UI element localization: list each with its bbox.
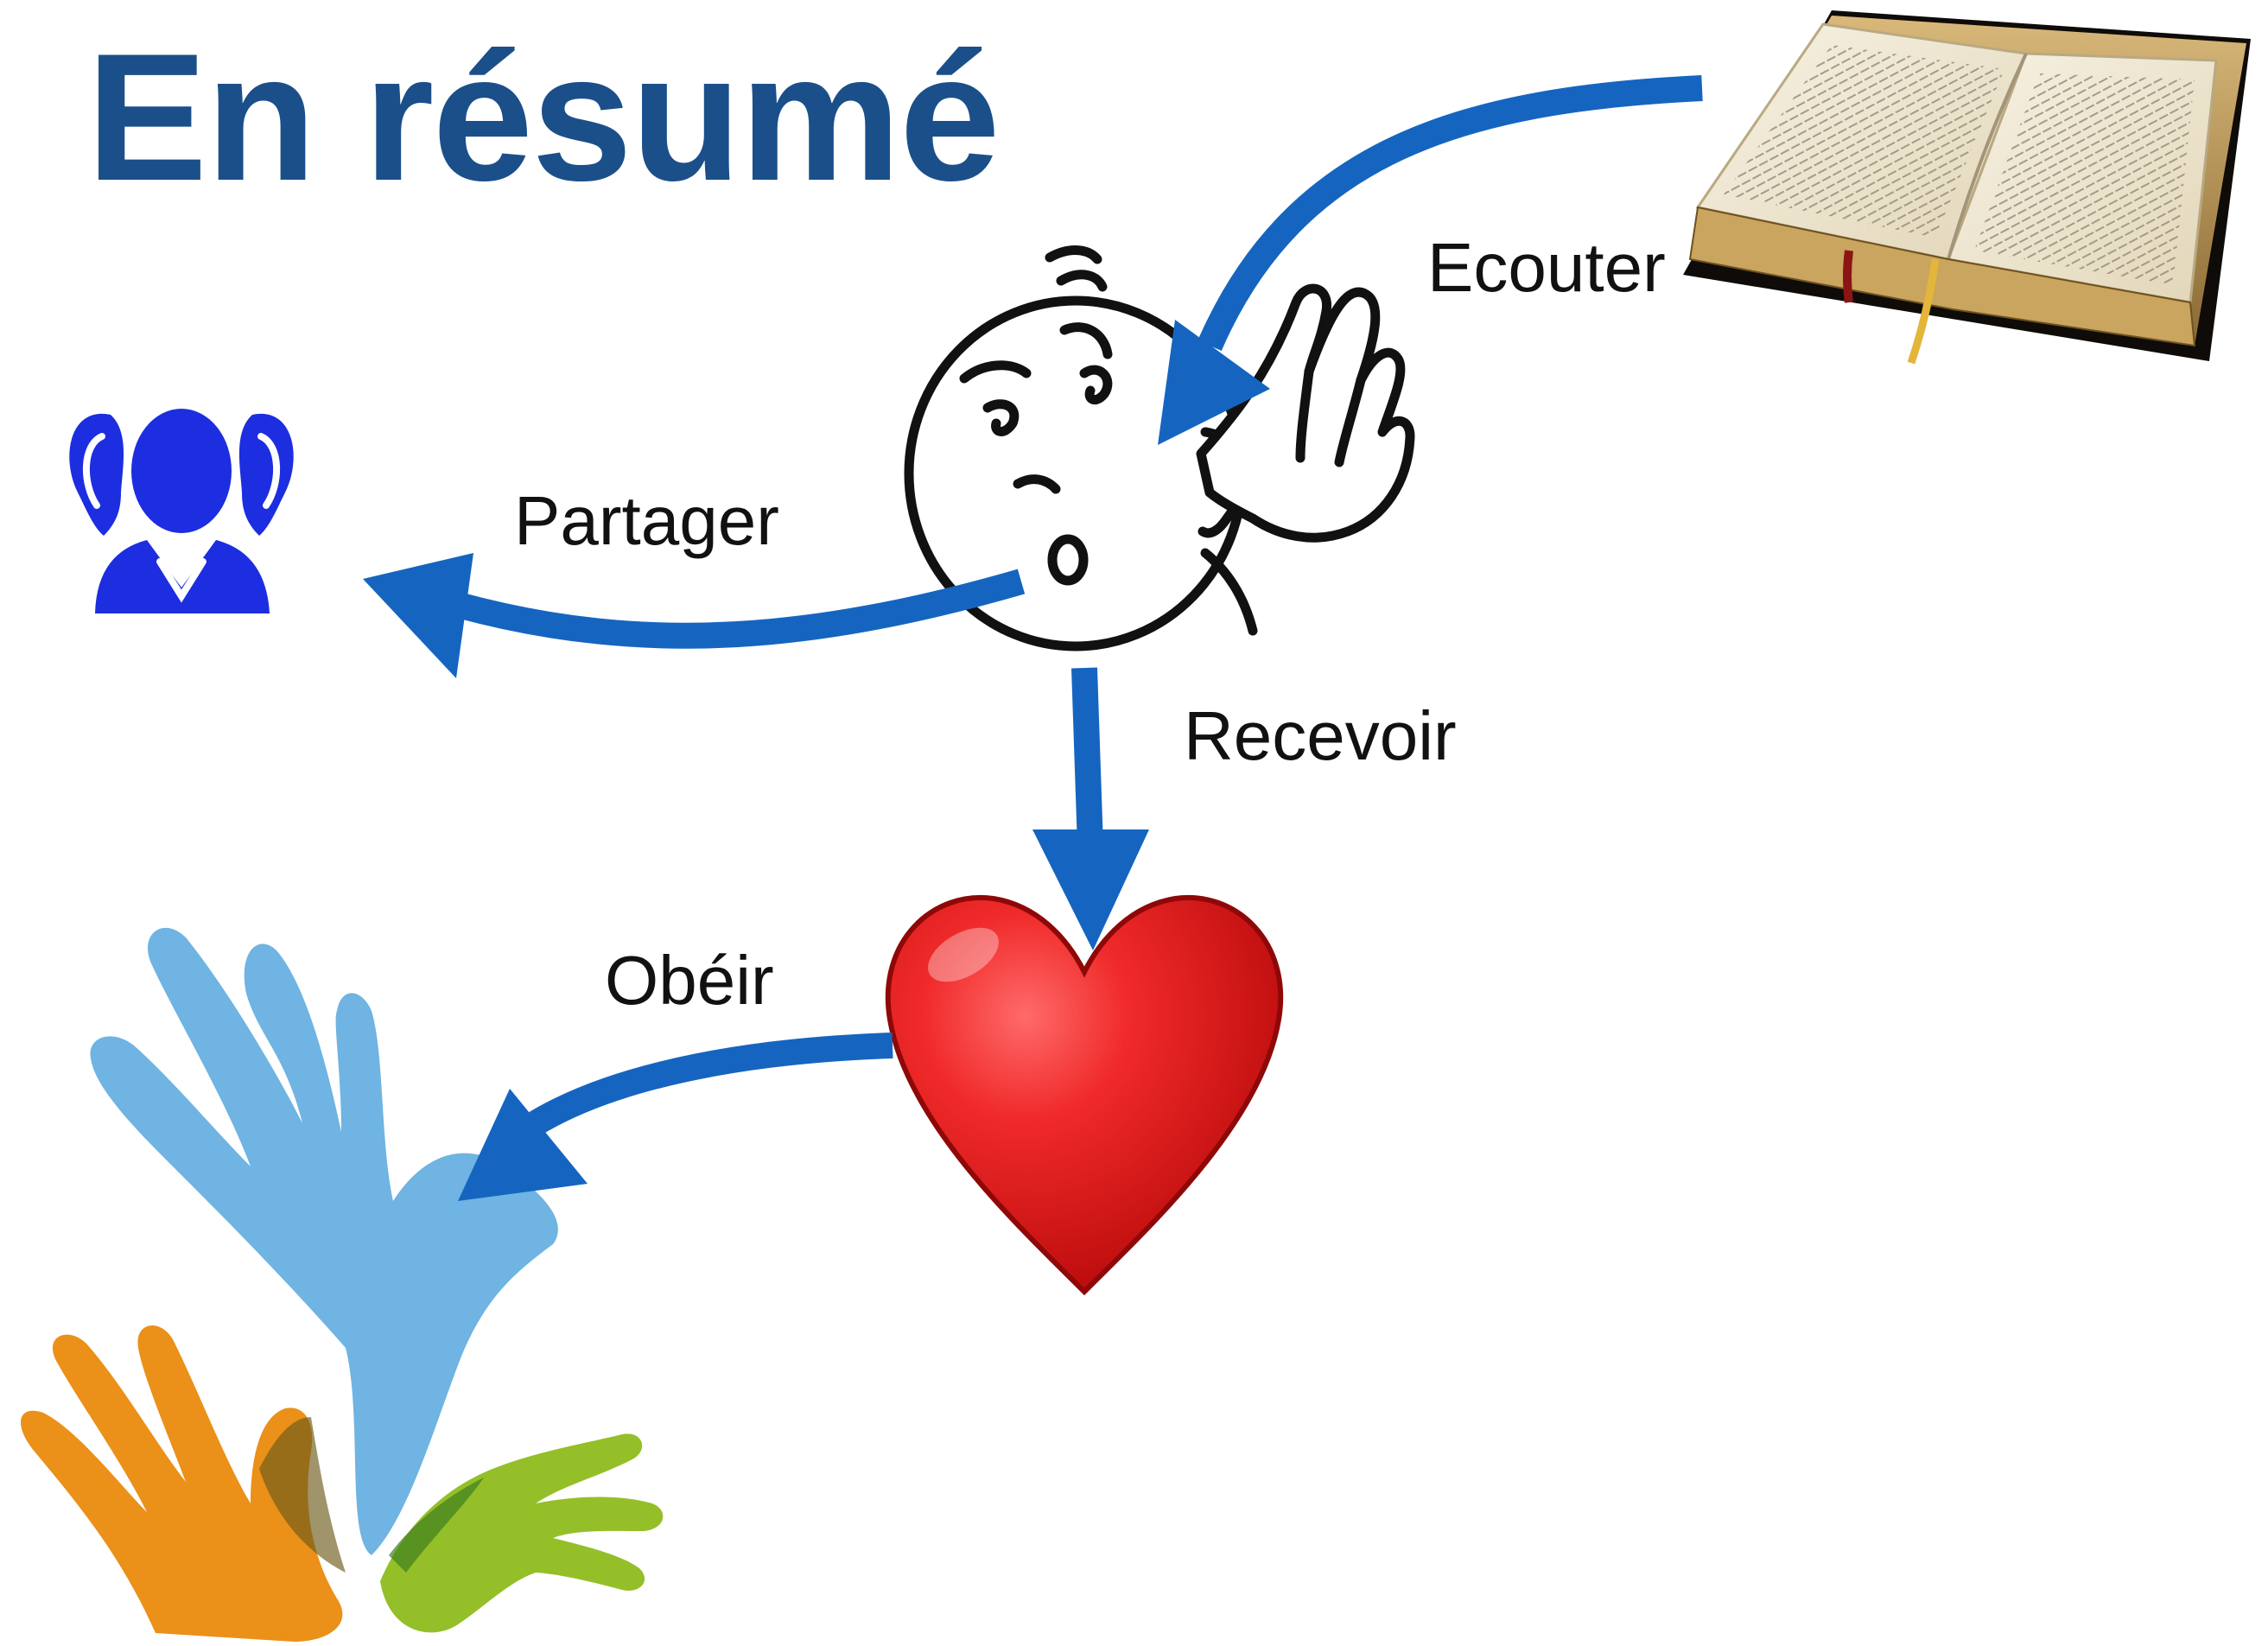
label-partager: Partager xyxy=(514,482,779,559)
arrow-partager xyxy=(454,569,1026,649)
hands-icon xyxy=(20,927,664,1642)
arrow-recevoir xyxy=(1071,667,1103,848)
book-image xyxy=(1683,10,2251,365)
label-ecouter: Ecouter xyxy=(1427,229,1666,306)
arrows xyxy=(454,75,1703,1134)
arrow-ecouter xyxy=(1198,75,1703,351)
label-obeir: Obéir xyxy=(605,942,774,1019)
label-recevoir: Recevoir xyxy=(1184,697,1457,774)
heart-icon xyxy=(885,894,1284,1296)
listening-person-icon xyxy=(904,245,1415,651)
arrow-obeir xyxy=(529,1033,893,1134)
slide-title: En résumé xyxy=(86,16,1001,219)
arrowheads xyxy=(363,320,1270,1201)
listener-icon xyxy=(69,409,294,613)
